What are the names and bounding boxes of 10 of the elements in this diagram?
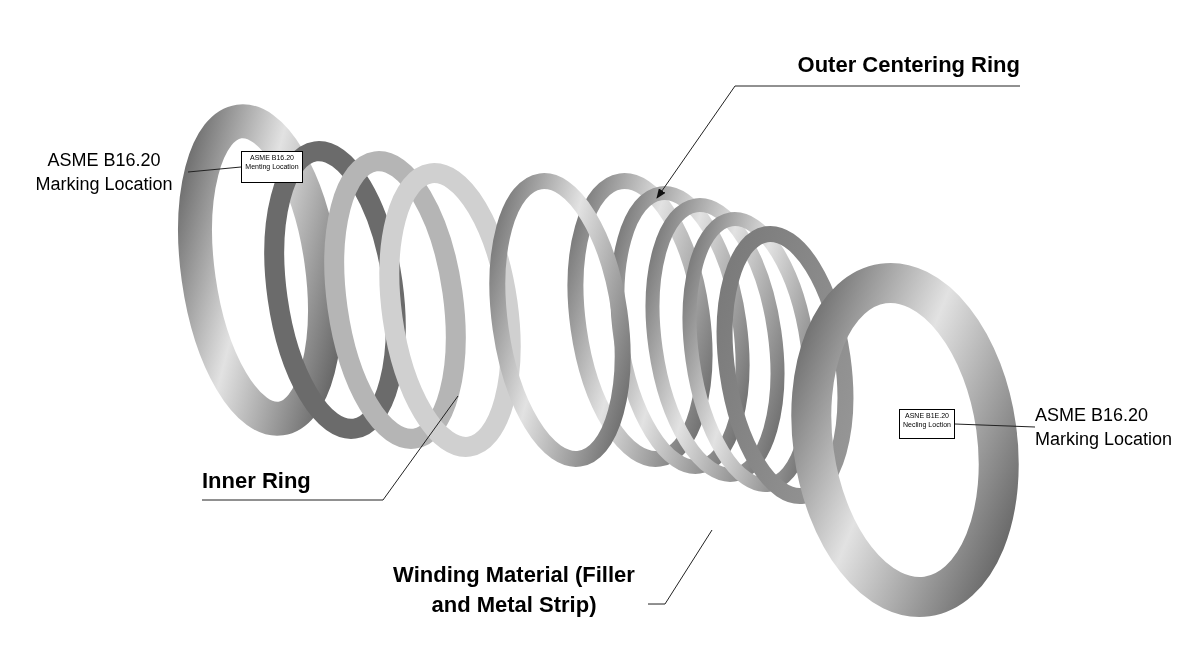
- leader-line: [954, 423, 1036, 428]
- leader-line: [187, 166, 242, 173]
- leader-line: [647, 529, 713, 605]
- part-label: Inner Ring: [202, 466, 383, 500]
- part-label: ASME B16.20 Marking Location: [20, 148, 188, 196]
- leader-line: [656, 85, 1021, 199]
- leader-line: [201, 395, 459, 501]
- part-label: Winding Material (Filler and Metal Strip): [380, 560, 648, 622]
- part-label: ASME B16.20 Marking Location: [1035, 403, 1197, 451]
- part-label: Outer Centering Ring: [735, 50, 1020, 86]
